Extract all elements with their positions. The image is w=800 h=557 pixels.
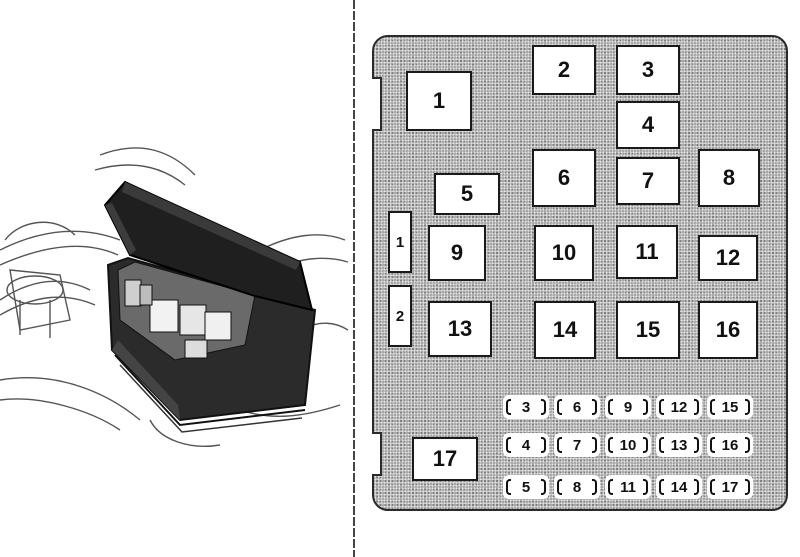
relay-15: 15	[616, 301, 680, 359]
relay-layout-panel: 1 2 3 4 5 6 7 8 1 2 9 10 11 12 13 14 15 …	[372, 35, 788, 511]
relay-3: 3	[616, 45, 680, 95]
fuse-6: 6	[555, 396, 599, 418]
fuse-8: 8	[555, 476, 599, 498]
relay-7: 7	[616, 157, 680, 205]
fuse-9: 9	[606, 396, 650, 418]
separator-line	[353, 0, 355, 557]
relay-17: 17	[412, 437, 478, 481]
relay-11: 11	[616, 225, 678, 279]
relay-16: 16	[698, 301, 758, 359]
relay-4: 4	[616, 101, 680, 149]
relay-9: 9	[428, 225, 486, 281]
fuse-11: 11	[606, 476, 650, 498]
relay-6: 6	[532, 149, 596, 207]
relay-5: 5	[434, 173, 500, 215]
fuse-5: 5	[504, 476, 548, 498]
fuse-13: 13	[657, 434, 701, 456]
relay-12: 12	[698, 235, 758, 281]
fuse-10: 10	[606, 434, 650, 456]
relay-8: 8	[698, 149, 760, 207]
fuse-16: 16	[708, 434, 752, 456]
panel-notch-left-top	[372, 77, 382, 131]
fuse-12: 12	[657, 396, 701, 418]
fuse-14: 14	[657, 476, 701, 498]
relay-10: 10	[534, 225, 594, 281]
side-slot-1: 1	[388, 211, 412, 273]
fuse-15: 15	[708, 396, 752, 418]
relay-1: 1	[406, 71, 472, 131]
fuse-17: 17	[708, 476, 752, 498]
relay-13: 13	[428, 301, 492, 357]
fuse-7: 7	[555, 434, 599, 456]
fuse-4: 4	[504, 434, 548, 456]
panel-notch-left-bottom	[372, 432, 382, 476]
relay-2: 2	[532, 45, 596, 95]
fuse-3: 3	[504, 396, 548, 418]
relay-14: 14	[534, 301, 596, 359]
side-slot-2: 2	[388, 285, 412, 347]
fuse-box-illustration	[0, 147, 349, 447]
